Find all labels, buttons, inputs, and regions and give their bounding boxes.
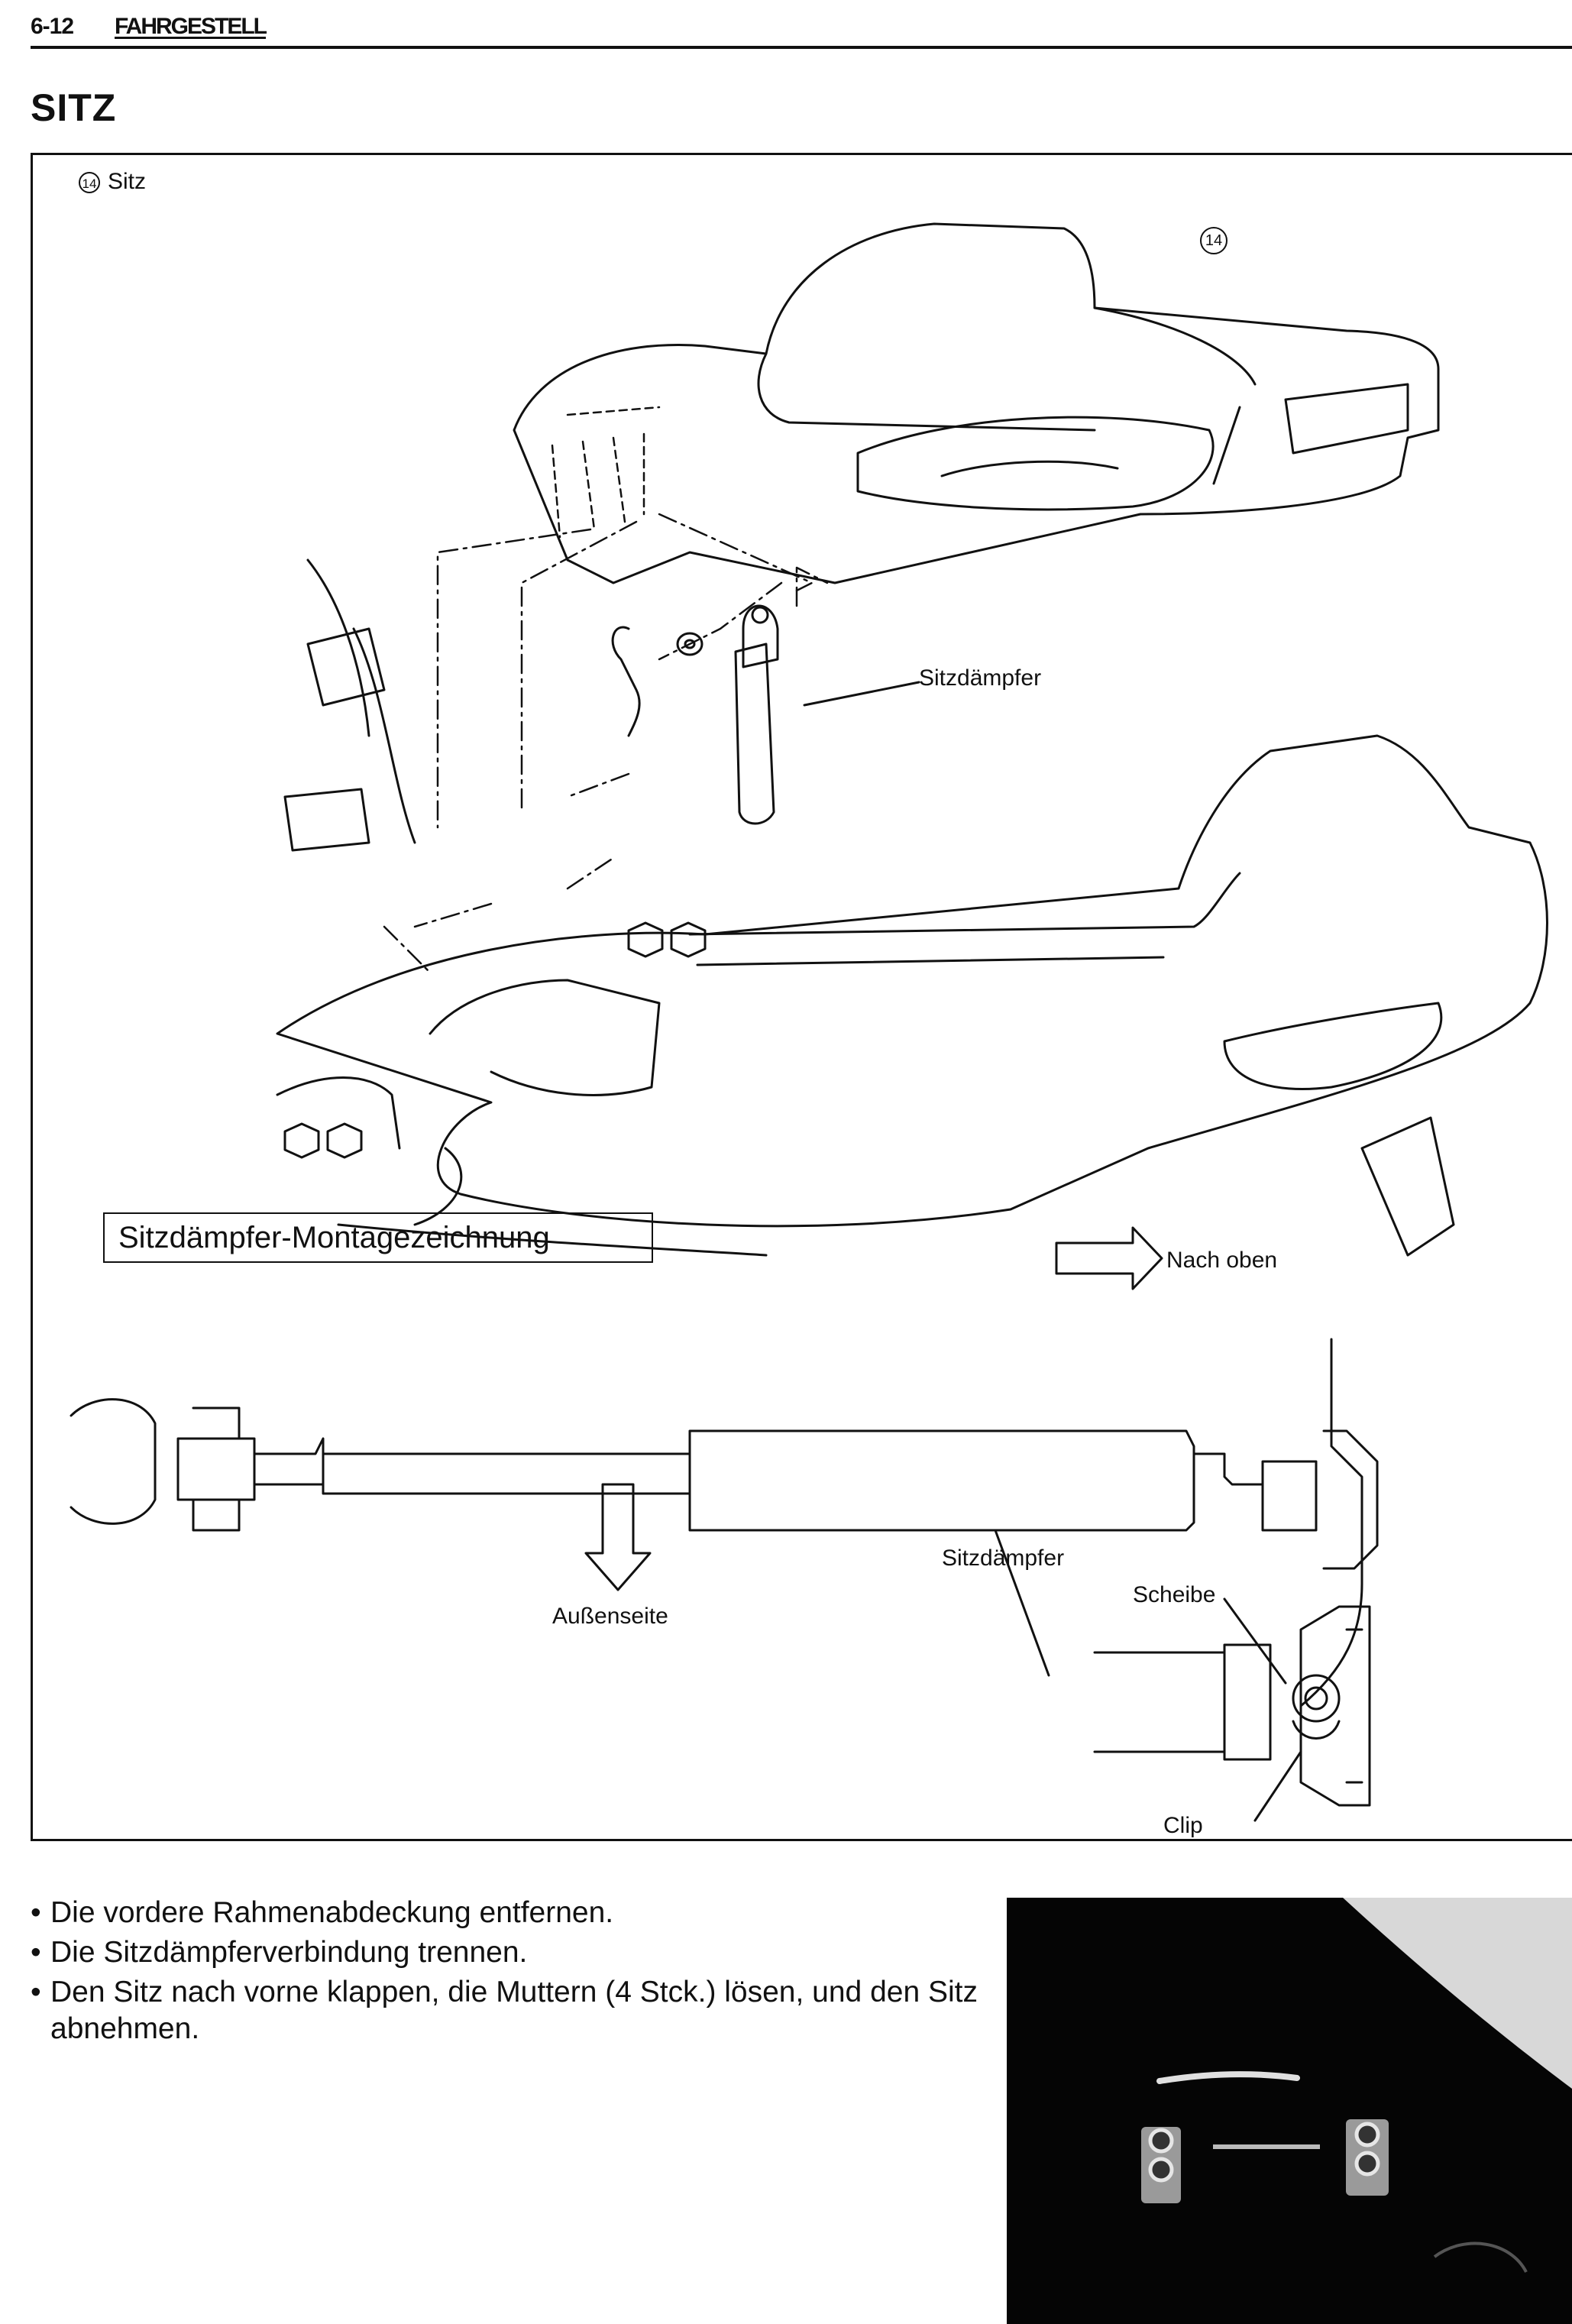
photo-drawing [1141,1898,1572,2273]
nut-icon [283,921,707,1159]
instruction-item: Die Sitzdämpferverbindung trennen. [31,1934,993,1971]
section-name: FAHRGESTELL [115,14,267,39]
instruction-item: Die vordere Rahmenabdeckung entfernen. [31,1895,993,1931]
label-nach-oben: Nach oben [1166,1248,1278,1273]
page-title: SITZ [31,86,117,129]
seat-figure: 14 Sitz 14 Sitzdämpfer Sitzdämpfer-Montag… [31,153,1572,1841]
damper-part [734,642,775,825]
label-sitzdaempfer-top: Sitzdämpfer [919,665,1042,691]
detail-inset-drawing [1093,1651,1226,1753]
seat-mount-photo [1007,1898,1572,2324]
arrow-down-icon [584,1483,652,1591]
seat-outline [513,222,1440,584]
damper-montage-drawing [70,1398,157,1525]
instruction-list: Die vordere Rahmenabdeckung entfernen. D… [31,1895,993,2050]
label-aussenseite: Außenseite [552,1604,668,1629]
instruction-item: Den Sitz nach vorne klappen, die Muttern… [31,1974,993,2047]
label-sitzdaempfer-bottom: Sitzdämpfer [942,1546,1065,1571]
arrow-right-icon [1055,1226,1163,1290]
washer-part [676,632,704,656]
label-clip: Clip [1163,1813,1203,1838]
header-rule [31,46,1572,49]
circled-number-icon: 14 [79,172,100,194]
page-number: 6-12 [31,14,74,39]
label-scheibe: Scheibe [1133,1582,1216,1607]
page-header: 6-12 FAHRGESTELL [31,8,1572,49]
circled-number-icon: 14 [1200,227,1228,254]
scooter-body [276,734,1548,1228]
clip-part [611,626,641,737]
legend-label: Sitz [108,169,147,194]
seat-exploded-drawing [70,222,1548,1822]
montage-title-box: Sitzdämpfer-Montagezeichnung [103,1212,653,1263]
figure-legend: 14 Sitz [79,169,146,195]
